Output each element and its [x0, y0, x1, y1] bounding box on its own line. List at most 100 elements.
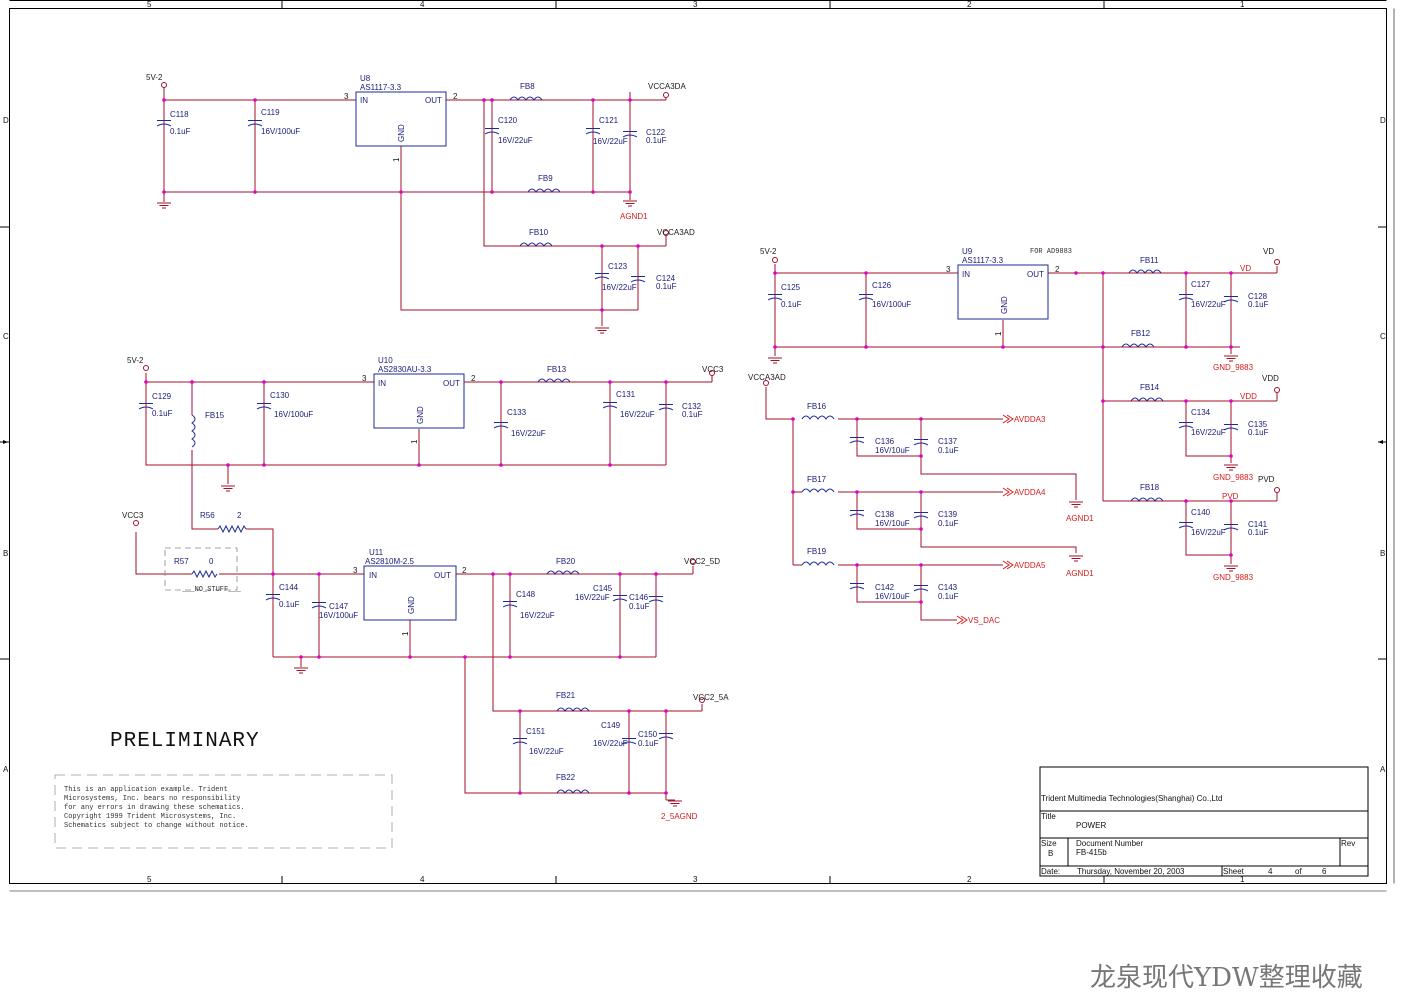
title-block: Trident Multimedia Technologies(Shanghai…: [1039, 766, 1369, 877]
net-label: VCC3: [702, 365, 724, 374]
preliminary-stamp: PRELIMINARY: [110, 730, 260, 753]
ferrite-ref: FB15: [205, 411, 225, 420]
pin-label: OUT: [425, 96, 442, 105]
cap-value: 16V/22uF: [602, 283, 637, 292]
cap-value: 0.1uF: [638, 739, 659, 748]
net-label: VCCA3DA: [648, 82, 686, 91]
cap-ref: C136: [875, 437, 895, 446]
cap-value: 16V/10uF: [875, 446, 910, 455]
row-label: C: [3, 332, 9, 341]
cap-value: 16V/100uF: [274, 410, 313, 419]
pin-label: IN: [962, 270, 970, 279]
cap-ref: C144: [279, 583, 299, 592]
regulator-part: AS2810M-2.5: [365, 557, 414, 566]
cap-ref: C129: [152, 392, 172, 401]
regulator-block-u10: 5V-2 U10 AS2830AU-3.3 IN OUT GND 3 2 1 C…: [122, 356, 724, 657]
net-label: VCC2_5A: [693, 693, 729, 702]
ferrite-ref: FB21: [556, 691, 576, 700]
cap-ref: C124: [656, 274, 676, 283]
pin-number: 3: [344, 92, 349, 101]
pin-label: OUT: [434, 571, 451, 580]
regulator-part: AS1117-3.3: [360, 83, 402, 92]
net-label: 5V-2: [760, 247, 777, 256]
cap-value: 16V/22uF: [1191, 528, 1226, 537]
ferrite-ref: FB11: [1140, 256, 1159, 265]
sheet-title: POWER: [1076, 821, 1106, 830]
cap-ref: C127: [1191, 280, 1211, 289]
pin-number: 1: [392, 157, 401, 162]
regulator-part: AS2830AU-3.3: [378, 365, 432, 374]
col-label-top: 3: [693, 0, 698, 9]
gnd-label: GND_9883: [1213, 363, 1254, 372]
cap-ref: C139: [938, 510, 958, 519]
cap-value: 16V/22uF: [498, 136, 533, 145]
row-label: B: [1380, 549, 1385, 558]
cap-value: 16V/22uF: [529, 747, 564, 756]
gnd-label: GND_9883: [1213, 473, 1254, 482]
cap-value: 0.1uF: [938, 592, 959, 601]
pin-number: 1: [410, 439, 419, 444]
cap-ref: C123: [608, 262, 628, 271]
cap-value: 16V/100uF: [872, 300, 911, 309]
sheet-label: Sheet: [1223, 867, 1245, 876]
of-label: of: [1295, 867, 1302, 876]
ferrite-ref: FB18: [1140, 483, 1160, 492]
net-label: AVDDA5: [1014, 561, 1046, 570]
cap-ref: C150: [638, 730, 658, 739]
cap-ref: C147: [329, 602, 349, 611]
note-label: FOR AD9883: [1030, 248, 1072, 256]
cap-value: 0.1uF: [938, 519, 959, 528]
cap-ref: C135: [1248, 420, 1268, 429]
cap-value: 16V/22uF: [575, 593, 610, 602]
col-label-bottom: 1: [1240, 875, 1245, 884]
resistor-value: 2: [237, 511, 242, 520]
regulator-part: AS1117-3.3: [962, 256, 1004, 265]
row-label: B: [3, 549, 8, 558]
avdda-filter-block: VCCA3AD FB16 FB17 FB19 C136 16V/10uF C13…: [748, 373, 1094, 625]
net-label: 5V-2: [146, 73, 163, 82]
net-label: VCC3: [122, 511, 144, 520]
date-label: Date:: [1041, 867, 1060, 876]
gnd-label: AGND1: [1066, 514, 1094, 523]
regulator-ref: U11: [369, 548, 384, 557]
cap-ref: C132: [682, 402, 702, 411]
row-label: C: [1380, 332, 1386, 341]
ferrite-ref: FB10: [529, 228, 549, 237]
gnd-label: AGND1: [1066, 569, 1094, 578]
cap-ref: C131: [616, 390, 636, 399]
net-label: VDD: [1240, 392, 1257, 401]
size-value: B: [1048, 849, 1053, 858]
col-label-top: 2: [967, 0, 972, 9]
col-label-top: 1: [1240, 0, 1245, 9]
cap-value: 0.1uF: [1248, 528, 1269, 537]
gnd-label: GND_9883: [1213, 573, 1254, 582]
pin-label: IN: [378, 379, 386, 388]
cap-value: 0.1uF: [781, 300, 802, 309]
cap-value: 16V/22uF: [593, 739, 628, 748]
col-label-top: 5: [147, 0, 152, 9]
cap-value: 16V/22uF: [620, 410, 655, 419]
cap-ref: C134: [1191, 408, 1211, 417]
regulator-ref: U10: [378, 356, 393, 365]
cap-value: 0.1uF: [656, 282, 677, 291]
cap-ref: C130: [270, 391, 290, 400]
resistor-ref: R56: [200, 511, 215, 520]
col-label-bottom: 4: [420, 875, 425, 884]
title-label: Title: [1041, 812, 1056, 821]
regulator-block-u8: 5V-2 U8 AS1117-3.3 IN OUT GND 3 2 1 C118…: [146, 73, 695, 334]
cap-ref: C145: [593, 584, 613, 593]
net-label: 5V-2: [127, 356, 144, 365]
date-value: Thursday, November 20, 2003: [1077, 867, 1185, 876]
pin-number: 3: [946, 265, 951, 274]
cap-ref: C119: [261, 108, 280, 117]
cap-value: 0.1uF: [152, 409, 173, 418]
pin-label: IN: [360, 96, 368, 105]
ferrite-ref: FB14: [1140, 383, 1160, 392]
cap-value: 0.1uF: [279, 600, 300, 609]
size-label: Size: [1041, 839, 1057, 848]
cap-value: 16V/10uF: [875, 592, 910, 601]
pin-number: 1: [401, 631, 410, 636]
no-stuff-label: ___NO_STUFF___: [181, 586, 242, 594]
cap-ref: C151: [526, 727, 546, 736]
